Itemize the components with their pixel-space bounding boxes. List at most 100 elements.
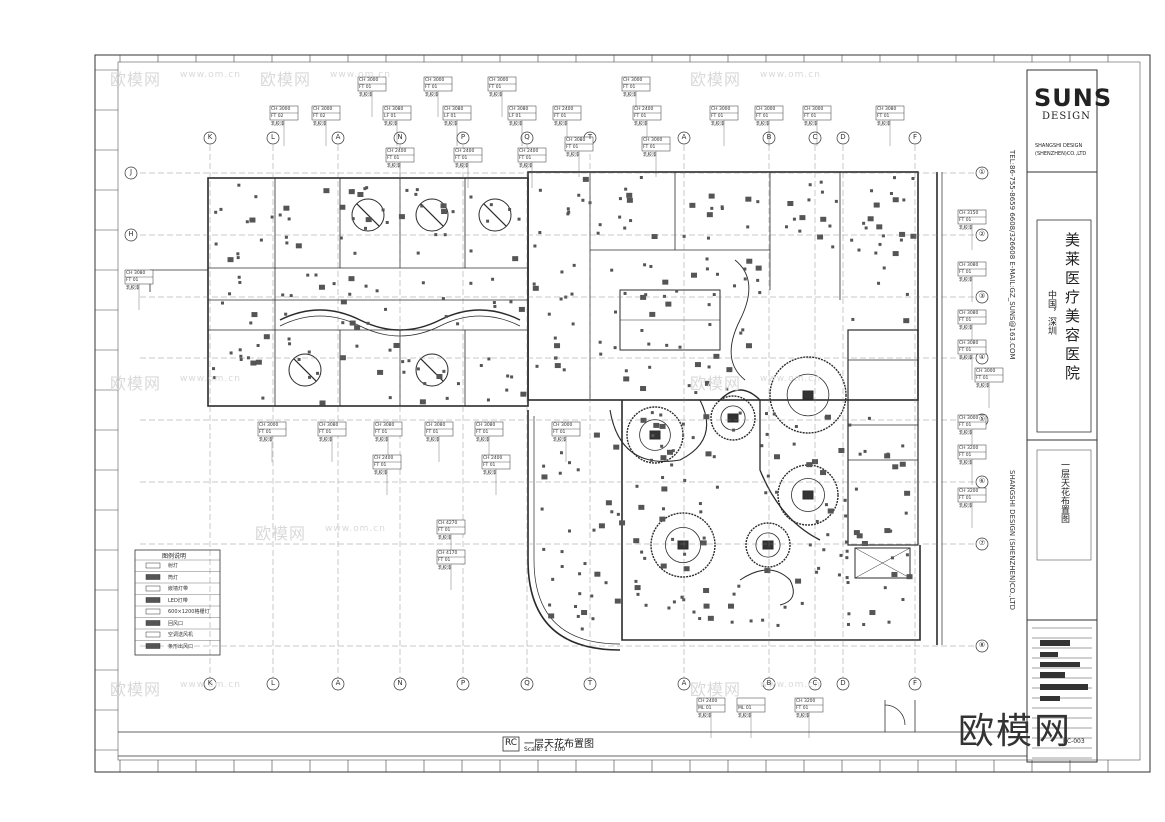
ceiling-light [640, 294, 647, 300]
legend-symbol [145, 597, 161, 603]
height-tag-text: 乳胶漆 [319, 438, 333, 443]
grid-bubble [124, 228, 138, 242]
pendant-light [802, 490, 814, 500]
ceiling-light [708, 193, 715, 199]
ceiling-light [817, 566, 821, 570]
legend-item: 回风口 [168, 620, 184, 627]
grid-bubble [762, 677, 776, 691]
ceiling-light [415, 188, 419, 192]
ceiling-light [548, 603, 552, 607]
ceiling-light [808, 183, 812, 187]
grid-bubble [975, 290, 989, 304]
ceiling-light [421, 281, 425, 285]
ceiling-light [281, 293, 285, 297]
ceiling-light [795, 578, 802, 584]
ceiling-light [441, 297, 445, 301]
height-tag-text: CH 3000 [623, 78, 643, 83]
ceiling-light [666, 449, 673, 455]
height-tag-text: ML 01 [698, 706, 712, 711]
ceiling-light [906, 574, 913, 580]
ceiling-light [886, 452, 890, 456]
ceiling-light [492, 301, 496, 305]
ceiling-light [212, 367, 216, 371]
grid-bubble [908, 677, 922, 691]
height-tag-text: 乳胶漆 [698, 714, 712, 719]
ceiling-light [339, 204, 346, 210]
ceiling-light [707, 303, 711, 307]
height-tag-text: 乳胶漆 [959, 356, 973, 361]
ceiling-light [787, 201, 794, 207]
fan-blade [483, 203, 507, 227]
height-tag-text: 乳胶漆 [259, 438, 273, 443]
height-tag-text: CH 3080 [476, 423, 496, 428]
ceiling-light [649, 264, 653, 268]
height-tag-text: CH 3000 [804, 107, 824, 112]
ceiling-light [616, 512, 620, 516]
ceiling-light [738, 411, 742, 415]
height-tag-text: ML 01 [738, 706, 752, 711]
ceiling-light [901, 444, 905, 448]
ceiling-light [799, 215, 806, 221]
height-tag-text: FT 01 [387, 156, 400, 161]
ceiling-light [469, 195, 473, 199]
ceiling-light [728, 603, 735, 609]
grid-label: ⑧ [978, 641, 986, 649]
ceiling-light [506, 374, 510, 378]
ceiling-light [388, 348, 392, 352]
ceiling-light [635, 484, 639, 488]
legend-symbol [145, 585, 161, 592]
ceiling-light [876, 224, 883, 230]
grid-label: H [128, 230, 134, 238]
ceiling-light [887, 620, 891, 624]
ceiling-light [692, 610, 696, 614]
ceiling-light [857, 248, 861, 252]
ceiling-light [683, 566, 690, 572]
grid-label: Q [524, 133, 530, 141]
ceiling-light [540, 507, 544, 511]
watermark-url: www.om.cn [760, 70, 821, 80]
ceiling-light [720, 207, 724, 211]
ceiling-light [238, 280, 242, 284]
grid-label: F [912, 679, 918, 687]
ceiling-light [570, 292, 574, 296]
watermark-url: www.om.cn [180, 680, 241, 690]
height-tag-text: 乳胶漆 [425, 93, 439, 98]
grid-label: C [812, 133, 818, 141]
ceiling-light [517, 217, 521, 221]
grid-label: K [207, 133, 213, 141]
exhaust-fan [415, 198, 449, 232]
ceiling-light [773, 454, 780, 460]
ceiling-light [469, 281, 473, 285]
ceiling-light [904, 490, 911, 496]
ceiling-light [348, 189, 355, 195]
ceiling-light [892, 197, 899, 203]
height-tag-text: FT 01 [425, 85, 438, 90]
height-tag-text: FT 01 [804, 114, 817, 119]
ceiling-light [846, 581, 850, 585]
ceiling-light [493, 304, 497, 308]
grid-bubble [975, 537, 989, 551]
ceiling-light [698, 617, 702, 621]
ceiling-light [784, 225, 788, 229]
ceiling-light [715, 272, 719, 276]
ceiling-light [882, 266, 886, 270]
ceiling-light [850, 238, 854, 242]
ceiling-light [815, 519, 819, 523]
ceiling-light [846, 622, 850, 626]
round-ceiling-inner [786, 373, 830, 417]
ceiling-light [651, 434, 655, 438]
grid-bubble [975, 166, 989, 180]
grid-bubbles [124, 131, 989, 691]
ceiling-light [884, 453, 891, 459]
height-tag-text: CH 4170 [438, 551, 458, 556]
ceiling-light [533, 244, 537, 248]
grid-bubble [836, 677, 850, 691]
height-tag-text: FT 01 [959, 423, 972, 428]
round-ceiling-feature [650, 512, 716, 578]
ceiling-light [542, 547, 546, 551]
ceiling-light [420, 204, 424, 208]
ceiling-light [662, 294, 666, 298]
ceiling-light [626, 192, 633, 198]
ceiling-light [577, 193, 581, 197]
ceiling-light [624, 187, 628, 191]
